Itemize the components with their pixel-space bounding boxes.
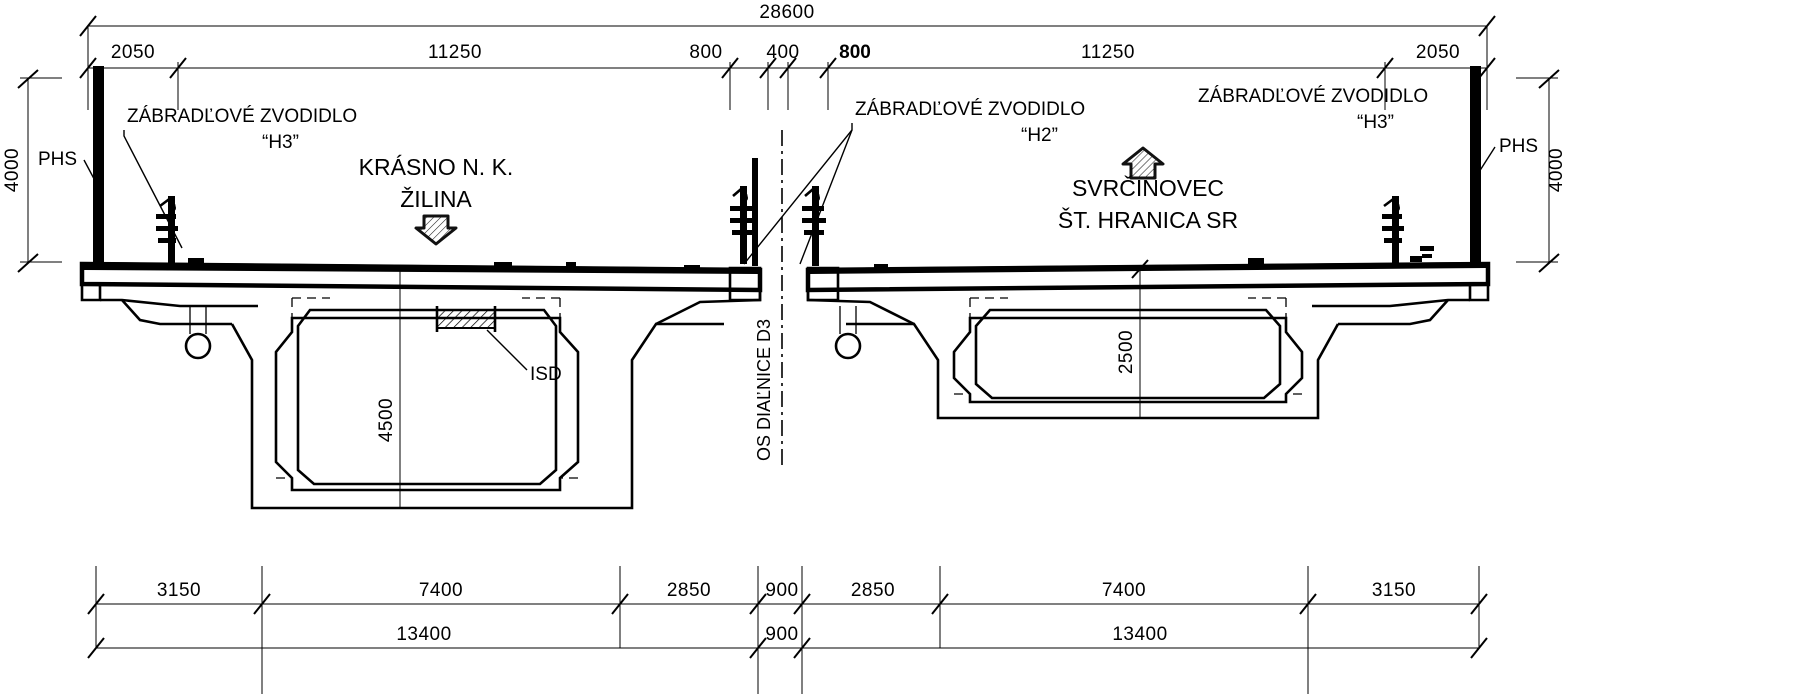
dim-total-2: 13400 [1112, 624, 1167, 645]
direction-right-line1: SVRČINOVEC [1072, 174, 1224, 201]
dim-bottom-3: 900 [765, 580, 798, 601]
label-barrier-left-name: ZÁBRADĽOVÉ ZVODIDLO [127, 106, 357, 127]
dim-bottom-1: 7400 [419, 580, 463, 601]
dim-bottom-0: 3150 [157, 580, 201, 601]
left-bridge-deck [79, 258, 763, 510]
right-bearing-block [806, 266, 840, 302]
guardrail-center-right-h2 [802, 186, 826, 266]
direction-right: SVRČINOVEC ŠT. HRANICA SR [1058, 146, 1238, 233]
label-barrier-right-grade: “H3” [1357, 112, 1394, 133]
label-isd: ISD [530, 364, 562, 385]
label-barrier-left: ZÁBRADĽOVÉ ZVODIDLO “H3” [123, 106, 357, 249]
dim-bottom-6: 3150 [1372, 580, 1416, 601]
direction-left: KRÁSNO N. K. ŽILINA [359, 154, 514, 246]
left-bearing-block [728, 266, 762, 302]
label-phs-right: PHS [1499, 136, 1538, 157]
dimension-left-4000: 4000 [2, 69, 62, 273]
dimension-girder-right-2500: 2500 [1116, 259, 1149, 418]
noise-barrier-left [93, 66, 104, 266]
dimension-right-4000: 4000 [1516, 69, 1567, 273]
dim-girder-right-label: 2500 [1116, 330, 1137, 374]
label-barrier-center-grade: “H2” [1021, 125, 1058, 146]
guardrail-right-h3 [1382, 196, 1434, 264]
isd-detail: ISD [435, 306, 562, 385]
arrow-up-icon [1121, 146, 1165, 180]
dimension-overall-28600: 28600 [79, 2, 1496, 68]
label-barrier-center: ZÁBRADĽOVÉ ZVODIDLO “H2” [743, 99, 1085, 265]
label-barrier-right: ZÁBRADĽOVÉ ZVODIDLO “H3” [1198, 86, 1428, 133]
dim-overall-label: 28600 [759, 2, 814, 23]
direction-left-line1: KRÁSNO N. K. [359, 154, 514, 180]
direction-left-line2: ŽILINA [400, 186, 472, 212]
dim-left-vertical-label: 4000 [2, 148, 23, 192]
label-barrier-right-name: ZÁBRADĽOVÉ ZVODIDLO [1198, 86, 1428, 107]
label-barrier-left-grade: “H3” [262, 132, 299, 153]
right-bridge-deck [805, 256, 1491, 420]
guardrail-center-left-h2 [730, 158, 758, 266]
dim-top-5: 11250 [1081, 42, 1135, 63]
dim-total-1: 900 [765, 624, 798, 645]
dimension-row-bottom: 3150 7400 2850 900 2850 7400 3150 [87, 566, 1488, 694]
dim-bottom-2: 2850 [667, 580, 711, 601]
direction-right-line2: ŠT. HRANICA SR [1058, 206, 1238, 233]
dim-girder-left-label: 4500 [376, 398, 397, 442]
dim-right-vertical-label: 4000 [1546, 148, 1567, 192]
dimension-row-bottom-totals: 13400 900 13400 [87, 624, 1488, 659]
dim-total-0: 13400 [396, 624, 451, 645]
arrow-down-icon [414, 214, 458, 246]
dim-top-4: 800 [839, 42, 871, 63]
dim-bottom-4: 2850 [851, 580, 895, 601]
label-barrier-center-name: ZÁBRADĽOVÉ ZVODIDLO [855, 99, 1085, 120]
dim-top-3: 400 [766, 42, 799, 63]
dim-top-6: 2050 [1416, 42, 1460, 63]
dim-top-1: 11250 [428, 42, 482, 63]
guardrail-left-h3 [156, 196, 178, 264]
label-phs-left: PHS [38, 149, 77, 170]
dimension-girder-left-4500: 4500 [376, 268, 401, 508]
noise-barrier-right [1470, 66, 1481, 266]
dim-top-0: 2050 [111, 42, 155, 63]
label-os-dialnice: OS DIAĽNICE D3 [754, 319, 774, 461]
dim-top-2: 800 [689, 42, 722, 63]
dimension-row-top: 2050 11250 800 400 800 11250 2050 [79, 42, 1496, 110]
dim-bottom-5: 7400 [1102, 580, 1146, 601]
